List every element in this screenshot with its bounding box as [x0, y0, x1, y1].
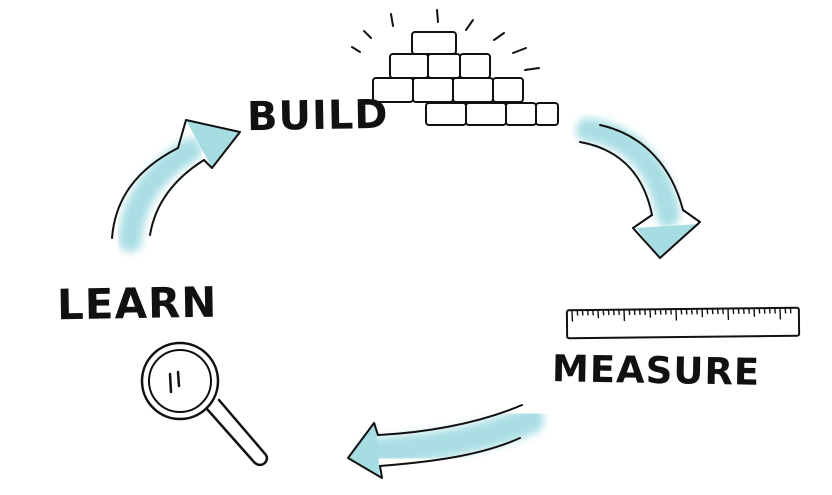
ruler-icon — [565, 306, 801, 340]
brick-wall-icon — [351, 9, 559, 126]
arrow-measure-to-learn — [347, 404, 544, 479]
step-label-measure: MEASURE — [551, 347, 761, 394]
arrow-build-to-measure — [576, 118, 701, 259]
step-label-learn: LEARN — [56, 277, 218, 330]
step-label-build: BUILD — [246, 91, 389, 141]
arrow-learn-to-build — [111, 119, 241, 252]
magnifying-glass-icon — [140, 341, 269, 467]
